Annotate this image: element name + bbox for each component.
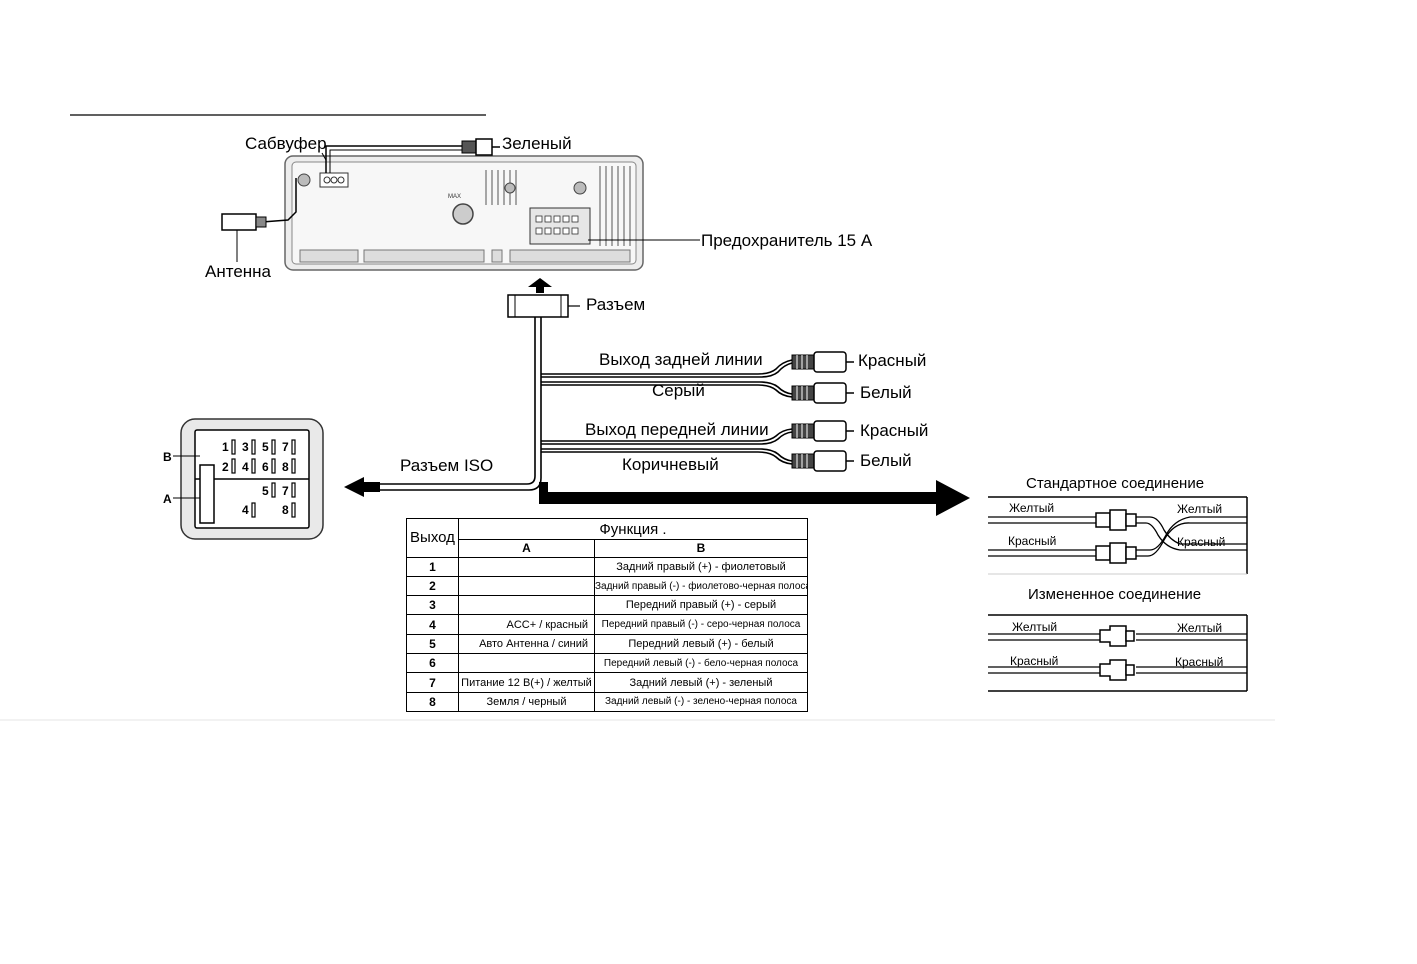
table-col-b: B — [594, 539, 808, 558]
table-row: 1 Задний правый (+) - фиолетовый — [406, 556, 808, 577]
antenna-label: Антенна — [205, 262, 272, 281]
std-red-right: Красный — [1177, 535, 1226, 549]
modified-connection-title: Измененное соединение — [1028, 586, 1202, 603]
table-cell-b: Задний правый (+) - фиолетовый — [594, 556, 808, 577]
table-cell-a: Питание 12 В(+) / желтый — [458, 672, 595, 693]
std-yellow-right: Желтый — [1177, 502, 1223, 516]
harness-connector — [507, 278, 580, 318]
rca-plug-rear-red — [791, 351, 854, 373]
iso-label: Разъем ISO — [400, 456, 494, 475]
rca-plug-front-red — [791, 420, 854, 442]
table-cell-a: ACC+ / красный — [458, 614, 595, 635]
iso-block-a-label: A — [163, 492, 172, 506]
svg-text:MAX: MAX — [448, 194, 461, 200]
table-cell-a — [458, 556, 595, 577]
front-white-label: Белый — [860, 451, 912, 470]
iso-pin: 7 — [282, 484, 289, 498]
big-right-arrow — [539, 480, 970, 516]
iso-block-b-label: B — [163, 450, 172, 464]
table-cell-a — [458, 595, 595, 616]
green-label: Зеленый — [502, 134, 572, 153]
fuse-label: Предохранитель 15 A — [701, 231, 873, 250]
table-cell-b: Задний левый (+) - зеленый — [594, 672, 808, 693]
connector-label: Разъем — [586, 295, 646, 314]
mod-yellow-left: Желтый — [1012, 620, 1058, 634]
subwoofer-cable — [325, 145, 462, 173]
iso-pin: 5 — [262, 440, 269, 454]
iso-pin: 7 — [282, 440, 289, 454]
iso-pin: 8 — [282, 503, 289, 517]
table-cell-num: 8 — [406, 691, 459, 713]
table-cell-b: Задний левый (-) - зелено-черная полоса — [594, 691, 808, 713]
rear-line-branch — [541, 359, 793, 398]
subwoofer-label: Сабвуфер — [245, 134, 327, 153]
rear-red-label: Красный — [858, 351, 927, 370]
iso-pin: 2 — [222, 460, 229, 474]
modified-connection-box — [988, 614, 1248, 692]
iso-pin: 5 — [262, 484, 269, 498]
subwoofer-leader — [321, 152, 327, 161]
standard-connection-title: Стандартное соединение — [1026, 475, 1205, 492]
mod-yellow-right: Желтый — [1177, 621, 1223, 635]
function-table: Выход Функция . A B 1 Задний правый (+) … — [406, 517, 808, 713]
green-rca-plug — [461, 138, 500, 156]
table-row: 3 Передний правый (+) - серый — [406, 595, 808, 616]
table-cell-num: 1 — [406, 556, 459, 577]
iso-arrow — [344, 477, 380, 497]
table-header-function: Функция . — [458, 517, 808, 541]
iso-connector — [173, 418, 324, 540]
rear-white-label: Белый — [860, 383, 912, 402]
rear-line-label: Выход задней линии — [599, 350, 763, 369]
std-yellow-left: Желтый — [1009, 501, 1055, 515]
iso-pin: 1 — [222, 440, 229, 454]
table-header-output: Выход — [406, 518, 459, 558]
table-cell-a — [458, 575, 595, 597]
iso-pin: 4 — [242, 460, 249, 474]
table-row: 8 Земля / черный Задний левый (-) - зеле… — [406, 691, 808, 713]
front-line-branch — [541, 428, 793, 465]
std-red-left: Красный — [1008, 534, 1057, 548]
front-line-label: Выход передней линии — [585, 420, 769, 439]
table-cell-b: Передний левый (-) - бело-черная полоса — [594, 653, 808, 674]
main-harness-trunk — [380, 317, 542, 491]
head-unit-back-panel: MAX — [284, 155, 644, 271]
table-col-a: A — [458, 539, 595, 558]
table-row: 4 ACC+ / красный Передний правый (-) - с… — [406, 614, 808, 635]
table-cell-b: Передний левый (+) - белый — [594, 633, 808, 655]
table-cell-num: 4 — [406, 614, 459, 635]
antenna-cable — [261, 178, 297, 223]
table-row: 6 Передний левый (-) - бело-черная полос… — [406, 653, 808, 674]
table-cell-a: Авто Антенна / синий — [458, 633, 595, 655]
table-cell-num: 5 — [406, 633, 459, 655]
table-cell-num: 2 — [406, 575, 459, 597]
table-cell-b: Передний правый (+) - серый — [594, 595, 808, 616]
front-cable-color-label: Коричневый — [622, 455, 719, 474]
table-cell-num: 3 — [406, 595, 459, 616]
rca-plug-rear-white — [791, 382, 854, 404]
iso-pin: 3 — [242, 440, 249, 454]
table-row: 5 Авто Антенна / синий Передний левый (+… — [406, 633, 808, 655]
table-cell-b: Передний правый (-) - серо-черная полоса — [594, 614, 808, 635]
antenna-plug — [221, 213, 267, 231]
table-cell-b: Задний правый (-) - фиолетово-черная пол… — [594, 575, 808, 597]
mod-red-right: Красный — [1175, 655, 1224, 669]
table-cell-num: 7 — [406, 672, 459, 693]
iso-pin: 6 — [262, 460, 269, 474]
table-row: 2 Задний правый (-) - фиолетово-черная п… — [406, 575, 808, 597]
rca-plug-front-white — [791, 450, 854, 472]
rear-cable-color-label: Серый — [652, 381, 705, 400]
table-cell-a — [458, 653, 595, 674]
standard-connection-box — [988, 496, 1248, 575]
iso-pin: 4 — [242, 503, 249, 517]
front-red-label: Красный — [860, 421, 929, 440]
table-cell-num: 6 — [406, 653, 459, 674]
mod-red-left: Красный — [1010, 654, 1059, 668]
table-cell-a: Земля / черный — [458, 691, 595, 713]
iso-pin: 8 — [282, 460, 289, 474]
table-row: 7 Питание 12 В(+) / желтый Задний левый … — [406, 672, 808, 693]
